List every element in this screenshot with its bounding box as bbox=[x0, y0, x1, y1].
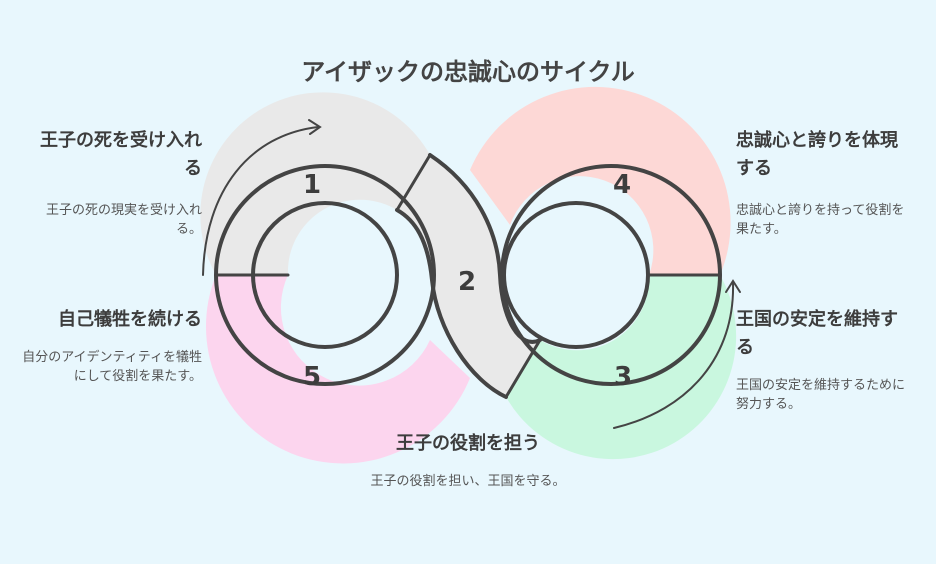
flow-arrow-bottom-head bbox=[725, 279, 741, 293]
step-number-2: 2 bbox=[458, 267, 476, 297]
segment-3 bbox=[506, 275, 737, 460]
step-number-5: 5 bbox=[303, 362, 321, 392]
step-3-description: 王国の安定を維持するために努力する。 bbox=[736, 378, 906, 412]
step-4-description: 忠誠心と誇りを持って役割を果たす。 bbox=[736, 203, 905, 237]
flow-arrow-top bbox=[202, 126, 319, 276]
flow-arrow-bottom bbox=[613, 282, 735, 429]
step-number-3: 3 bbox=[614, 362, 632, 392]
step-2-block: 王子の役割を担う 王子の役割を担い、王国を守る。 bbox=[368, 430, 568, 491]
step-1-heading: 王子の死を受け入れる bbox=[40, 130, 202, 179]
step-5-heading: 自己犠牲を続ける bbox=[58, 309, 202, 330]
step-number-4: 4 bbox=[613, 170, 631, 200]
flow-arrow-top-head bbox=[308, 119, 322, 135]
step-1-description: 王子の死の現実を受け入れる。 bbox=[45, 203, 202, 237]
right-ring-inner bbox=[502, 201, 650, 349]
segment-4 bbox=[470, 86, 731, 275]
step-5-block: 自己犠牲を続ける 自分のアイデンティティを犠牲にして役割を果たす。 bbox=[20, 306, 202, 386]
step-5-description: 自分のアイデンティティを犠牲にして役割を果たす。 bbox=[22, 350, 202, 384]
step-1-block: 王子の死を受け入れる 王子の死の現実を受け入れる。 bbox=[30, 127, 202, 239]
step-4-heading: 忠誠心と誇りを体現する bbox=[736, 130, 898, 179]
segment-2 bbox=[397, 155, 540, 397]
step-number-1: 1 bbox=[303, 170, 321, 200]
page-title: アイザックの忠誠心のサイクル bbox=[301, 58, 635, 86]
step-2-heading: 王子の役割を担う bbox=[396, 433, 540, 454]
step-2-description: 王子の役割を担い、王国を守る。 bbox=[370, 474, 566, 489]
step-3-heading: 王国の安定を維持する bbox=[736, 309, 898, 358]
step-4-block: 忠誠心と誇りを体現する 忠誠心と誇りを持って役割を果たす。 bbox=[736, 127, 906, 239]
step-3-block: 王国の安定を維持する 王国の安定を維持するために努力する。 bbox=[736, 306, 908, 414]
segment-1 bbox=[200, 92, 430, 275]
